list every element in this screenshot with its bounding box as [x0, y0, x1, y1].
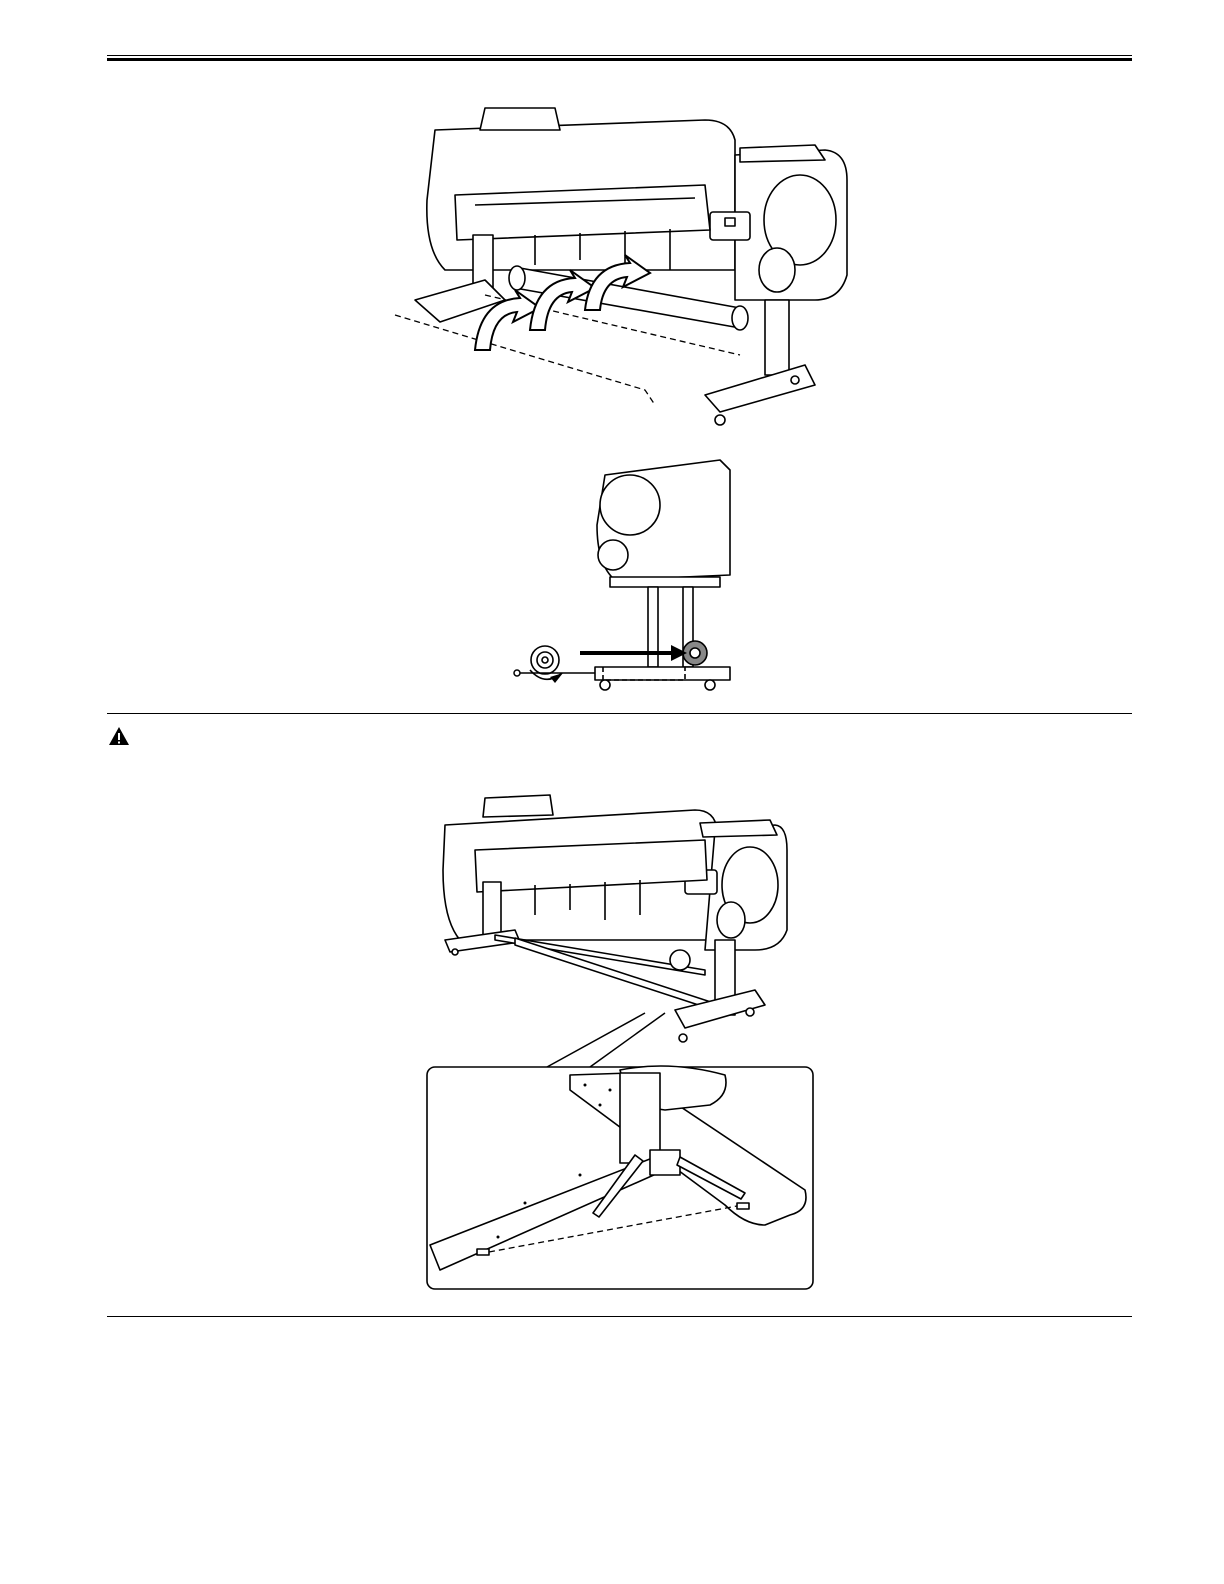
header-rule-thin [107, 55, 1132, 56]
stand-foot-detail-figure [425, 1005, 817, 1295]
header-rule [107, 55, 1132, 61]
header-rule-thick [107, 58, 1132, 61]
warning-triangle-icon [108, 726, 130, 746]
printer-side-roll-arrow-figure [505, 455, 740, 695]
printer-with-media-roll-figure [385, 100, 855, 430]
section-rule-2 [107, 1316, 1132, 1317]
section-rule-1 [107, 713, 1132, 714]
